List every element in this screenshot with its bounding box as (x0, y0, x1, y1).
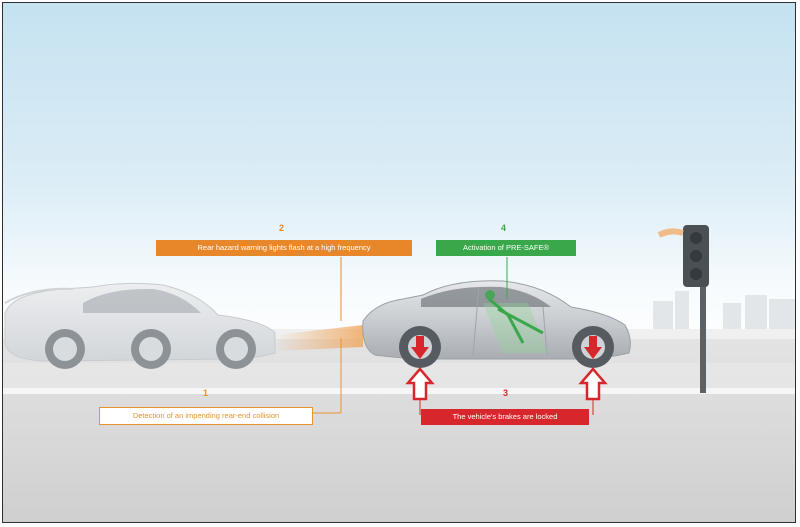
brake-arrow-front (411, 336, 429, 359)
step-number-1: 1 (203, 388, 209, 398)
callout-rear-warning-lights: Rear hazard warning lights flash at a hi… (156, 240, 412, 256)
callout-pre-safe-activation: Activation of PRE-SAFE® (436, 240, 576, 256)
callout-brakes-locked: The vehicle's brakes are locked (421, 409, 589, 425)
step-number-3: 3 (503, 388, 509, 398)
lane-line (3, 388, 795, 394)
approaching-car (4, 282, 276, 369)
scene-illustration (3, 3, 795, 522)
city-skyline (653, 291, 795, 331)
road-surface (3, 333, 795, 522)
step-number-2: 2 (279, 223, 285, 233)
brake-arrow-rear (584, 336, 602, 359)
traffic-light (657, 225, 709, 393)
step-number-4: 4 (501, 223, 507, 233)
callout-collision-detection: Detection of an impending rear-end colli… (99, 407, 313, 425)
